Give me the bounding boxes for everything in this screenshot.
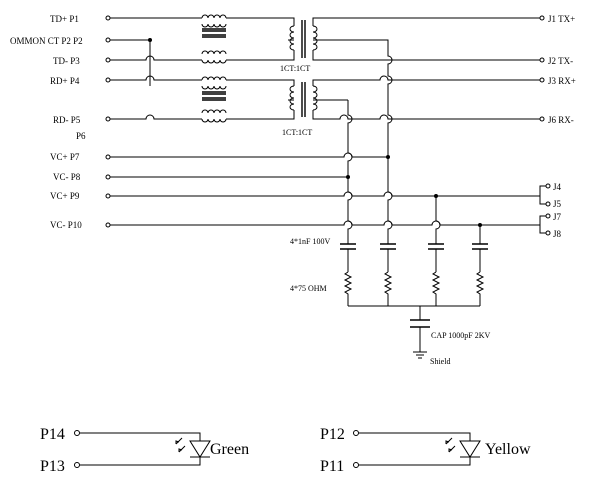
pin-j8-label: J8	[553, 229, 562, 239]
transformer-rx: 1CT:1CT	[110, 75, 540, 137]
left-pin-terminals	[105, 15, 111, 228]
pin-j1-label: J1 TX+	[548, 14, 575, 24]
led-yellow-anode-label: P12	[320, 426, 345, 443]
wire-ct-tx	[318, 39, 393, 157]
pin-p1-label: TD+ P1	[50, 14, 79, 24]
pin-j4-label: J4	[553, 182, 562, 192]
pin-j6-label: J6 RX-	[548, 115, 574, 125]
pin-j5-label: J5	[553, 199, 562, 209]
pin-p6-label: P6	[76, 131, 86, 141]
j7-j8-bracket	[539, 213, 551, 236]
pin-p3-label: TD- P3	[53, 56, 80, 66]
led-green-anode-label: P14	[40, 426, 65, 443]
right-pin-terminals	[539, 15, 545, 122]
wire-p2	[110, 39, 151, 86]
big-cap-label: CAP 1000pF 2KV	[431, 331, 490, 340]
pin-p2-label: OMMON CT P2 P2	[10, 36, 83, 46]
transformer-rx-label: 1CT:1CT	[282, 128, 312, 137]
capacitor-row	[340, 243, 488, 272]
pin-p8-label: VC- P8	[53, 172, 81, 182]
pin-p7-label: VC+ P7	[50, 152, 80, 162]
drop-1	[347, 177, 353, 244]
transformer-tx-label: 1CT:1CT	[280, 64, 310, 73]
junction-p2	[148, 38, 152, 42]
resistor-row	[343, 271, 485, 320]
drop-3	[435, 196, 441, 244]
shield-capacitor	[410, 319, 430, 359]
led-green	[74, 430, 211, 468]
res-label: 4*75 OHM	[290, 284, 327, 293]
led-green-cathode-label: P13	[40, 458, 65, 475]
j4-j5-bracket	[539, 183, 551, 207]
pin-p10-label: VC- P10	[50, 220, 82, 230]
led-green-label: Green	[210, 441, 249, 458]
led-yellow	[353, 430, 481, 468]
transformer-tx: 1CT:1CT	[110, 14, 540, 73]
led-yellow-label: Yellow	[485, 441, 531, 458]
drop-2	[387, 157, 393, 244]
pin-j3-label: J3 RX+	[548, 76, 576, 86]
pin-j2-label: J2 TX-	[548, 56, 573, 66]
wire-ct-rx	[347, 100, 353, 177]
cap-label: 4*1nF 100V	[290, 237, 330, 246]
wire-p9	[110, 191, 540, 197]
pin-p4-label: RD+ P4	[50, 76, 80, 86]
wire-p7	[110, 152, 388, 158]
wire-p10	[110, 220, 540, 226]
pin-j7-label: J7	[553, 212, 562, 222]
pin-p9-label: VC+ P9	[50, 191, 80, 201]
pin-p5-label: RD- P5	[53, 115, 81, 125]
led-yellow-cathode-label: P11	[320, 458, 344, 475]
shield-label: Shield	[430, 357, 450, 366]
